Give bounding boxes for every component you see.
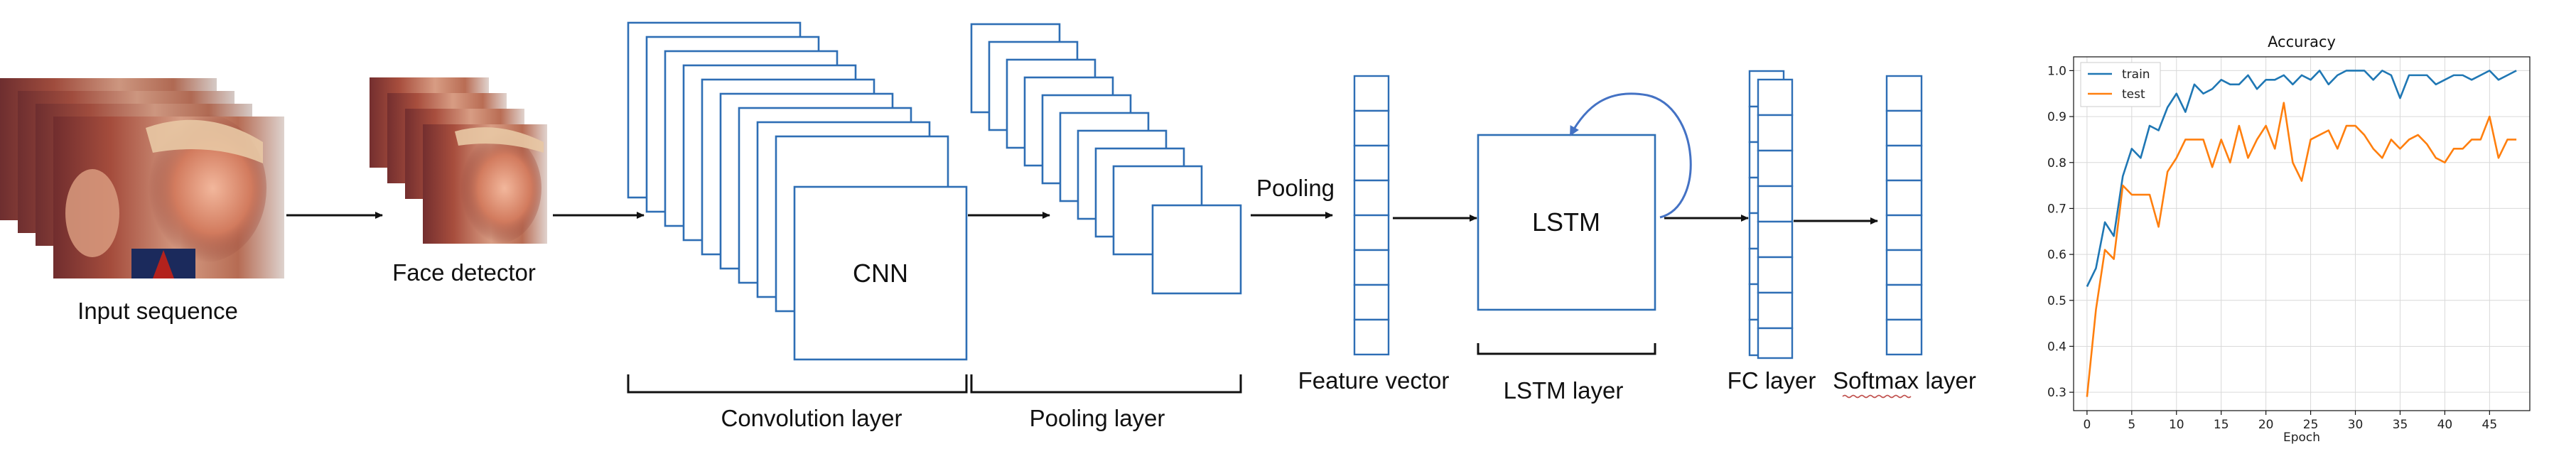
feature-vector: [1353, 75, 1390, 356]
softmax-cell: [1885, 214, 1923, 251]
y-axis-ticks: 0.3 0.4 0.5 0.6 0.7 0.8 0.9 1.0: [2047, 64, 2074, 400]
input-frame-front: [53, 114, 284, 278]
chart-series: [2086, 70, 2517, 397]
pooling-layer-label: Pooling layer: [1030, 405, 1165, 431]
fc-front-cell: [1757, 291, 1794, 330]
legend-box: [2080, 62, 2161, 107]
feature-vector-label: Feature vector: [1298, 367, 1450, 394]
feature-cell: [1353, 318, 1390, 356]
softmax-label-underline: [1842, 394, 1912, 399]
cnn-label: CNN: [853, 259, 908, 288]
softmax-layer: [1885, 75, 1923, 356]
softmax-cell: [1885, 249, 1923, 286]
softmax-cell: [1885, 75, 1923, 112]
softmax-cell: [1885, 144, 1923, 182]
x-tick-label: 5: [2128, 418, 2135, 432]
x-tick-label: 45: [2482, 418, 2498, 432]
feature-cell: [1353, 283, 1390, 321]
legend-label-train: train: [2122, 67, 2150, 82]
legend-label-test: test: [2122, 87, 2145, 102]
pooled-map-front: [1151, 204, 1242, 295]
accuracy-chart: Accuracy 0 5 10 15 20 25 30 35 40 45 0.3 0.4 0.5 0.6…: [2047, 33, 2531, 445]
convolution-layer-label: Convolution layer: [721, 405, 902, 431]
fc-layer-label: FC layer: [1728, 367, 1816, 394]
lstm-recurrent-arrow: [1569, 92, 1692, 219]
softmax-cell: [1885, 283, 1923, 321]
fc-front-cell: [1757, 78, 1794, 117]
cnn-stack: [627, 21, 968, 361]
lstm-block: [1477, 134, 1656, 311]
fc-front-cell: [1757, 220, 1794, 259]
fc-layer: [1748, 70, 1794, 359]
feature-cell: [1353, 109, 1390, 147]
y-tick-label: 0.4: [2047, 340, 2066, 354]
y-tick-label: 0.7: [2047, 202, 2066, 216]
x-tick-label: 30: [2348, 418, 2364, 432]
cnn-front-map: [793, 185, 968, 361]
x-tick-label: 20: [2258, 418, 2274, 432]
fc-front-cell: [1757, 256, 1794, 294]
pooling-label: Pooling: [1256, 175, 1335, 201]
plot-frame: [2073, 56, 2531, 411]
y-tick-label: 0.3: [2047, 386, 2066, 400]
fc-front-cell: [1757, 185, 1794, 223]
softmax-cell: [1885, 179, 1923, 217]
fc-front-cell: [1757, 149, 1794, 188]
softmax-cell: [1885, 109, 1923, 147]
x-tick-label: 25: [2303, 418, 2319, 432]
face-crop-front: [423, 124, 547, 244]
x-tick-label: 15: [2214, 418, 2229, 432]
feature-cell: [1353, 144, 1390, 182]
y-tick-label: 1.0: [2047, 64, 2066, 78]
convolution-layer-bracket: [627, 374, 968, 394]
chart-title: Accuracy: [2268, 33, 2336, 50]
pooling-layer-bracket: [970, 374, 1242, 394]
x-tick-label: 0: [2083, 418, 2091, 432]
chart-grid: [2074, 57, 2530, 411]
lstm-layer-bracket: [1477, 343, 1656, 355]
y-tick-label: 0.9: [2047, 110, 2066, 124]
pooling-stack: [970, 23, 1242, 295]
feature-cell: [1353, 249, 1390, 286]
series-line-test: [2086, 102, 2517, 397]
x-axis-ticks: 0 5 10 15 20 25 30 35 40 45: [2083, 411, 2497, 432]
y-tick-label: 0.5: [2047, 294, 2066, 308]
x-axis-label: Epoch: [2283, 431, 2320, 445]
x-tick-label: 10: [2169, 418, 2184, 432]
input-sequence-stack: [0, 78, 284, 278]
series-line-train: [2086, 70, 2517, 287]
face-detector-label: Face detector: [392, 259, 536, 286]
lstm-label: LSTM: [1532, 207, 1600, 237]
x-tick-label: 35: [2393, 418, 2408, 432]
softmax-layer-label: Softmax layer: [1833, 367, 1976, 394]
fc-front-cell: [1757, 327, 1794, 359]
feature-cell: [1353, 75, 1390, 112]
feature-cell: [1353, 179, 1390, 217]
lstm-layer-label: LSTM layer: [1504, 377, 1624, 404]
x-tick-label: 40: [2437, 418, 2453, 432]
y-tick-label: 0.6: [2047, 248, 2066, 262]
chart-legend: train test: [2080, 62, 2161, 107]
fc-front-cell: [1757, 114, 1794, 152]
softmax-cell: [1885, 318, 1923, 356]
input-sequence-label: Input sequence: [77, 298, 238, 324]
face-detector-stack: [370, 77, 547, 244]
y-tick-label: 0.8: [2047, 156, 2066, 171]
feature-cell: [1353, 214, 1390, 251]
